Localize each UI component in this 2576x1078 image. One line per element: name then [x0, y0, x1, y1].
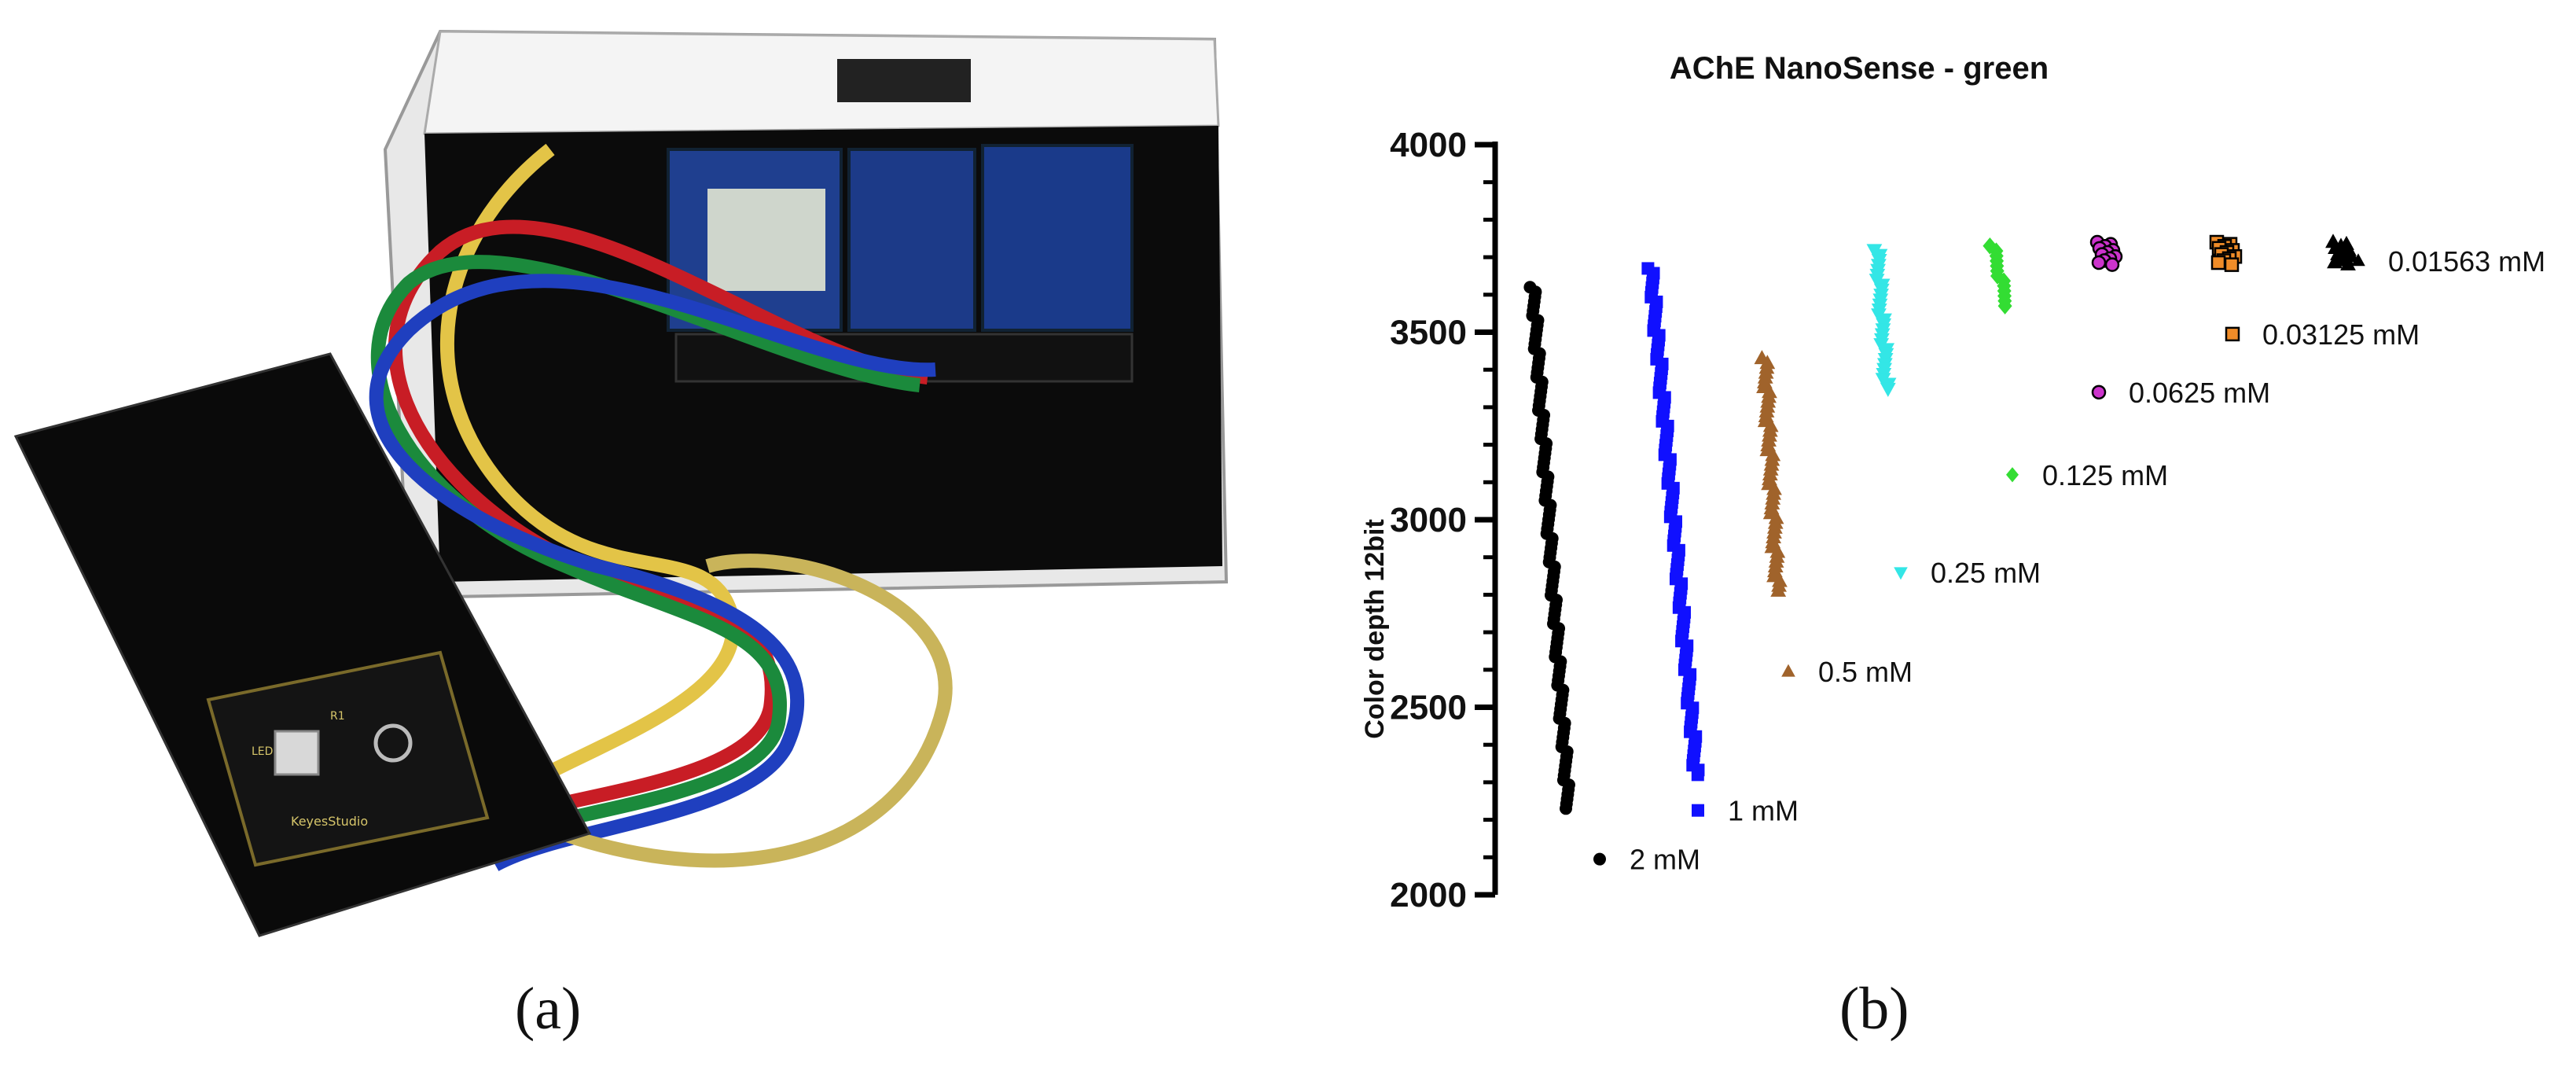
series-2-mm [1523, 281, 1575, 815]
series-0-25-mm [1866, 244, 1897, 397]
series-0-01563-mm [2325, 234, 2359, 270]
y-tick-label: 3500 [1390, 314, 1467, 352]
device-photo: LED R1 KeyesStudio [0, 0, 1258, 944]
legend-label: 0.25 mM [1931, 557, 2041, 589]
y-tick-label: 2000 [1390, 876, 1467, 914]
wire-blue [369, 274, 936, 871]
series-1-mm [1641, 262, 1705, 782]
legend-label: 0.5 mM [1818, 656, 1913, 688]
device-photo-drawing: LED R1 KeyesStudio [13, 29, 1229, 937]
legend-marker [2091, 384, 2107, 400]
series-0-5-mm [1754, 350, 1788, 597]
legend-label: 0.03125 mM [2262, 318, 2420, 351]
data-point [2210, 255, 2226, 270]
board-2 [847, 148, 976, 332]
data-point [2327, 254, 2343, 269]
series-0-03125-mm [2209, 234, 2243, 272]
board-text-led: LED [252, 745, 273, 758]
data-point [2091, 255, 2107, 270]
y-axis-ticks: 2000 2500 3000 3500 4000 [1390, 126, 1495, 914]
y-tick-label: 4000 [1390, 126, 1467, 164]
legend-label: 2 mM [1630, 844, 1700, 876]
series-0-125-mm [1983, 237, 2012, 315]
caption-a: (a) [515, 976, 582, 1042]
scatter-chart: AChE NanoSense - green Color depth 12bit… [1360, 51, 2545, 914]
legend-label: 0.0625 mM [2129, 377, 2270, 409]
rgb-led [274, 730, 320, 776]
board-3 [981, 144, 1134, 332]
legend-marker [1593, 852, 1606, 866]
legend-marker [2225, 326, 2240, 342]
data-point [2224, 257, 2240, 272]
legend-label: 1 mM [1728, 795, 1799, 827]
data-point [1880, 382, 1896, 397]
caption-b: (b) [1839, 976, 1909, 1042]
series-layer [1523, 234, 2359, 815]
y-tick-label: 3000 [1390, 501, 1467, 539]
mount-hole [373, 723, 413, 763]
data-point [1691, 768, 1704, 782]
module-chip [707, 189, 825, 291]
data-point [2340, 256, 2356, 270]
top-window [837, 59, 971, 102]
wire-red [388, 219, 929, 833]
board-text-brand: KeyesStudio [291, 814, 368, 829]
series-0-0625-mm [2089, 234, 2123, 272]
legend-marker [2006, 467, 2019, 483]
legend-label: 0.125 mM [2042, 459, 2168, 491]
board-text-r1: R1 [330, 710, 345, 723]
legend-marker [1781, 664, 1795, 677]
data-point [1770, 582, 1787, 597]
y-axis-label: Color depth 12bit [1360, 519, 1390, 739]
legend-marker [1692, 804, 1704, 817]
sensor-board [206, 650, 490, 867]
chart-title: AChE NanoSense - green [1670, 51, 2049, 86]
legend-label: 0.01563 mM [2388, 245, 2545, 278]
legend-marker [1894, 567, 1908, 580]
legend-marker [2351, 253, 2365, 267]
y-tick-label: 2500 [1390, 689, 1467, 727]
legend-layer: 2 mM 1 mM 0.5 mM 0.25 mM 0.125 mM 0.0625 mM 0.… [1593, 245, 2545, 876]
data-point [1997, 297, 2012, 315]
data-point [1560, 802, 1572, 815]
wire-yellow-loop [500, 554, 953, 868]
data-point [2104, 257, 2120, 272]
enclosure-top [423, 30, 1220, 135]
